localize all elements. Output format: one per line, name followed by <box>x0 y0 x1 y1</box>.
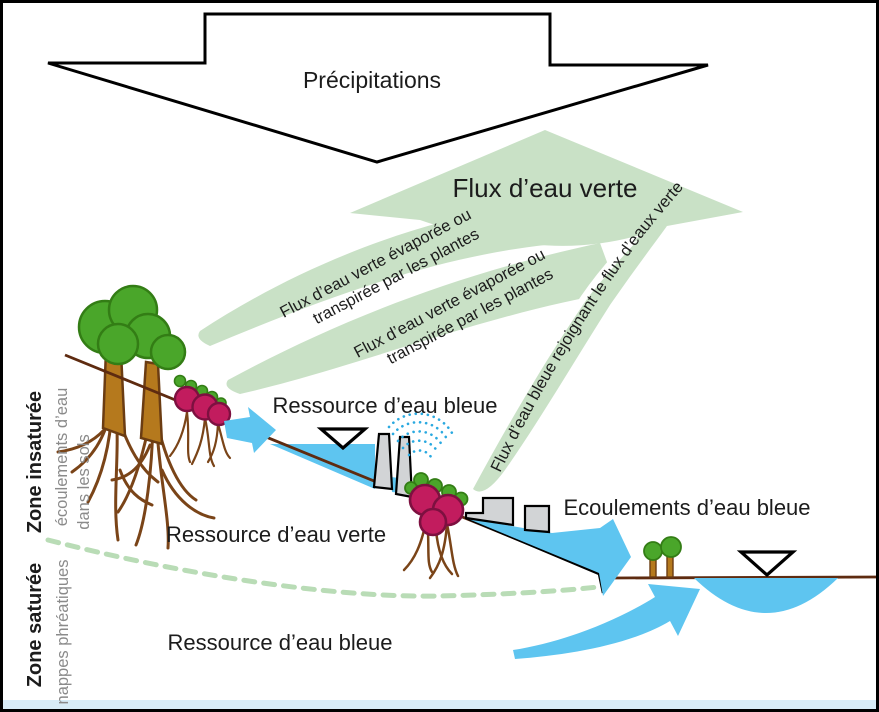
zone-saturee-sub-label: nappes phréatiques <box>54 560 72 705</box>
water-level-symbol <box>316 427 370 451</box>
city-buildings <box>464 496 551 534</box>
ressource-eau-bleue-amont-label: Ressource d’eau bleue <box>272 393 497 418</box>
sprinkler-spray-icon <box>387 412 454 459</box>
precipitation-arrow <box>47 12 709 164</box>
dam-tower <box>372 432 394 491</box>
ressource-eau-verte-label: Ressource d’eau verte <box>166 522 386 547</box>
groundwater-flow-arrow <box>513 584 700 659</box>
crops-radish-icon <box>168 374 232 468</box>
forest-trees-icon <box>56 284 216 550</box>
dashed-water-table-line <box>45 537 609 599</box>
reservoir-water <box>270 444 375 489</box>
blue-flow-arrow <box>466 518 631 596</box>
precipitations-label: Précipitations <box>303 67 441 93</box>
water-level-symbol <box>736 550 798 578</box>
flux-eau-verte-label: Flux d’eau verte <box>453 173 638 203</box>
bottom-water-strip <box>2 700 877 710</box>
green-flux-rejoining-arm <box>473 226 667 492</box>
zone-insaturee-sub1-label: écoulements d’eau <box>53 388 71 527</box>
zone-insaturee-label: Zone insaturée <box>24 391 46 533</box>
ecoulements-eau-bleue-label: Ecoulements d’eau bleue <box>563 495 810 520</box>
green-flux-arm-lower <box>226 243 618 394</box>
crops-radish-icon <box>402 472 469 580</box>
tree-crown-icon <box>77 284 187 371</box>
zone-insaturee-sub2-label: dans les sols <box>75 434 93 529</box>
infiltration-arrow <box>224 407 276 453</box>
zone-saturee-label: Zone saturée <box>24 563 46 687</box>
ressource-eau-bleue-nappe-label: Ressource d’eau bleue <box>167 630 392 655</box>
green-flux-arm-upper <box>198 205 545 346</box>
green-flux-arrow-head <box>350 130 743 246</box>
green-flux-arrow-group <box>198 130 743 492</box>
riverside-trees-icon <box>643 536 682 578</box>
groundwater-half-disc <box>694 578 838 613</box>
tree-trunk-icon <box>139 360 164 446</box>
